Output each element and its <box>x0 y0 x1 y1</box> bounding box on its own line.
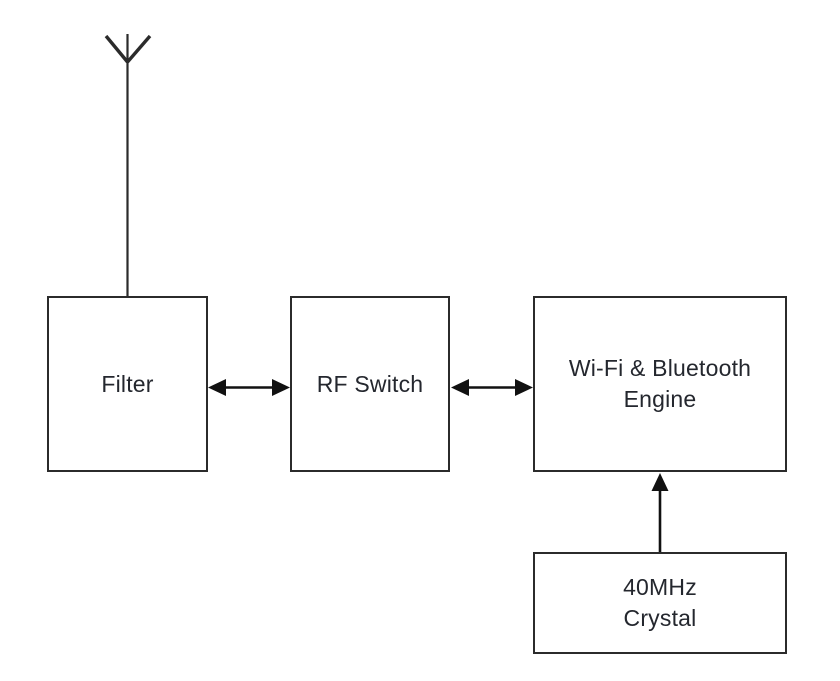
rf-switch-block-label: RF Switch <box>316 370 424 397</box>
filter-rfswitch-bidirectional-arrow-icon <box>208 379 290 396</box>
rf-switch-block: RF Switch <box>290 296 450 472</box>
filter-block-label: Filter <box>101 370 154 397</box>
wifi-bluetooth-engine-block: Wi-Fi & Bluetooth Engine <box>533 296 787 472</box>
crystal-block: 40MHz Crystal <box>533 552 787 654</box>
rfswitch-engine-bidirectional-arrow-icon <box>451 379 533 396</box>
crystal-block-label-line1: 40MHz <box>623 574 697 600</box>
crystal-engine-up-arrow-icon <box>651 473 669 552</box>
antenna-icon <box>104 34 152 296</box>
filter-block: Filter <box>47 296 208 472</box>
wifi-bluetooth-engine-label-line2: Engine <box>623 386 697 412</box>
wifi-bluetooth-engine-label-line1: Wi-Fi & Bluetooth <box>568 355 752 381</box>
crystal-block-label-line2: Crystal <box>623 605 697 631</box>
